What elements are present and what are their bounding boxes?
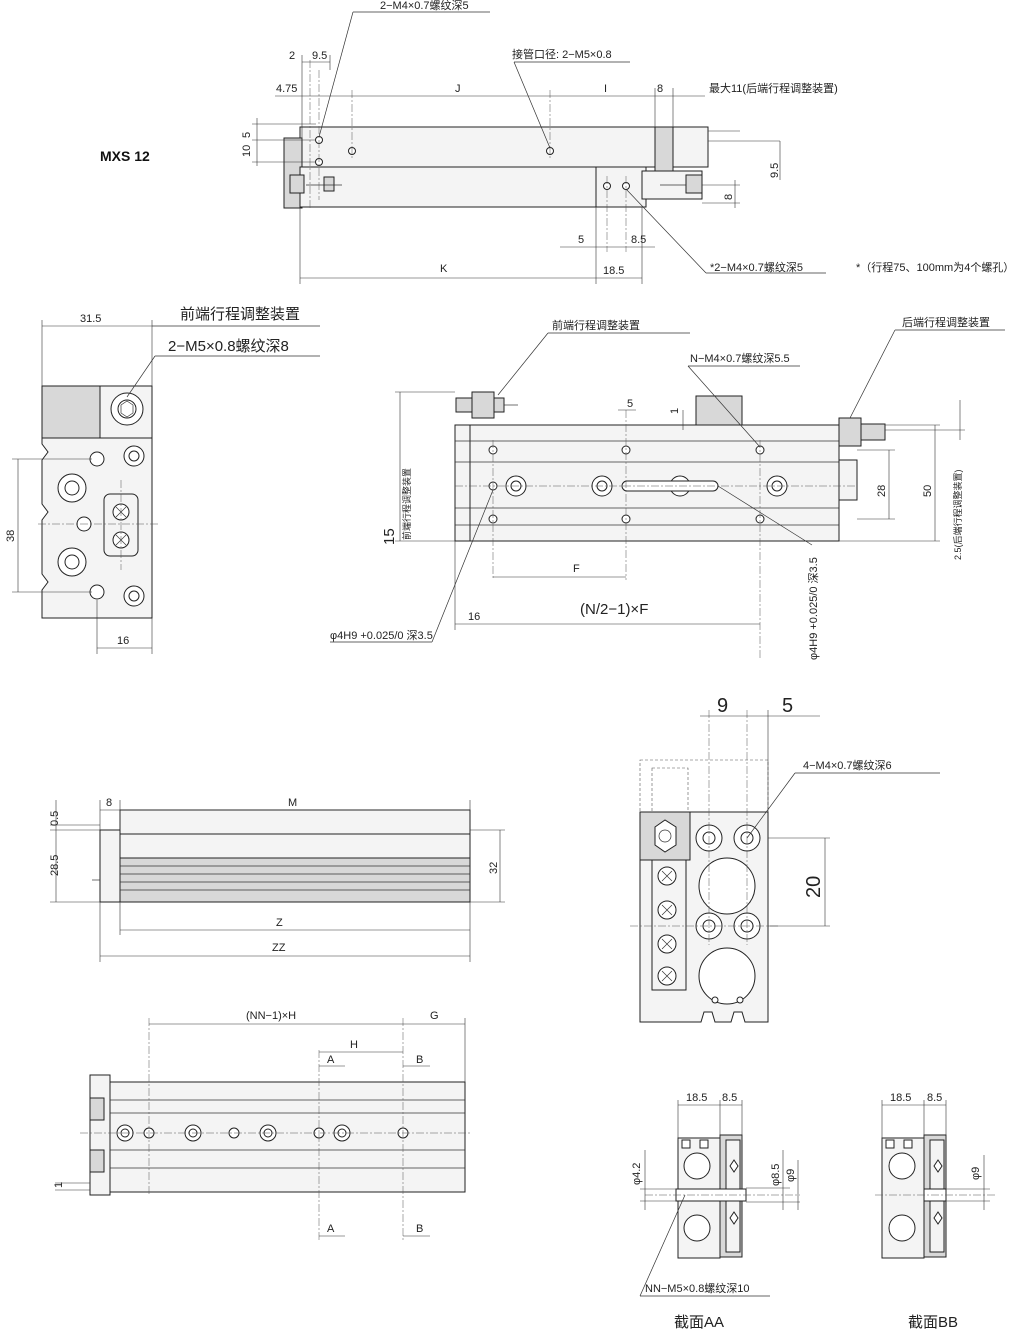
tap-note-plan: N−M4×0.7螺纹深5.5	[690, 351, 790, 365]
model-label: MXS 12	[100, 148, 150, 164]
dim-20: 20	[803, 876, 825, 898]
dim-K: K	[440, 263, 448, 275]
nn-note: NN−M5×0.8螺纹深10	[645, 1281, 750, 1295]
dim-Z: Z	[276, 917, 283, 929]
dim-8-5-AA: 8.5	[722, 1092, 737, 1104]
dim-5-plan: 5	[627, 398, 633, 410]
port-note: 接管口径: 2−M5×0.8	[512, 47, 612, 61]
front-adj-vertical: 前端行程调整装置	[401, 468, 412, 540]
dim-I: I	[604, 83, 607, 95]
dim-28-5: 28.5	[49, 855, 61, 876]
dim-9-5b: 9.5	[769, 163, 781, 178]
front-adj-plan: 前端行程调整装置	[552, 318, 640, 332]
dim-16: 16	[117, 635, 129, 647]
max-note: 最大11(后端行程调整装置)	[709, 81, 838, 95]
tap-note-detail: 4−M4×0.7螺纹深6	[803, 758, 892, 772]
dim-8-5: 8.5	[631, 234, 646, 246]
dim-8-side: 8	[106, 797, 112, 809]
dim-1-plan: 1	[669, 408, 681, 414]
dim-9-detail: 9	[717, 695, 728, 717]
top-view: 2 9.5 4.75 J I 8 最大11(后端行程调整装置) 5 10 9.5…	[241, 0, 1014, 284]
dim-38: 38	[5, 530, 17, 542]
bottom-view: (NN−1)×H G H A B A B 1	[53, 1010, 470, 1240]
dim-15: 15	[381, 528, 398, 545]
front-adj-label: 前端行程调整装置	[180, 306, 300, 323]
dim-16-plan: 16	[468, 611, 480, 623]
section-BB: 18.5 8.5 φ9 截面BB	[875, 1092, 995, 1331]
hole-left-note: φ4H9 +0.025/0 深3.5	[330, 629, 433, 642]
mark-A-bottom: A	[327, 1223, 335, 1235]
rear-adj-plan: 后端行程调整装置	[902, 315, 990, 329]
dim-8: 8	[657, 83, 663, 95]
dim-H: H	[350, 1039, 358, 1051]
hole-right-note: φ4H9 +0.025/0 深3.5	[807, 557, 820, 660]
dim-NN-H: (NN−1)×H	[246, 1010, 296, 1022]
dim-F: F	[573, 563, 580, 575]
stroke-note: *（行程75、100mm为4个螺孔）	[856, 261, 1014, 274]
dim-8b: 8	[723, 194, 735, 200]
dim-J: J	[455, 83, 461, 95]
formula: (N/2−1)×F	[580, 601, 648, 618]
section-detail: 9 5 20 4−M4×0.7螺纹深6	[630, 695, 940, 1023]
tap-note-end: 2−M5×0.8螺纹深8	[168, 338, 289, 355]
dim-5: 5	[578, 234, 584, 246]
dim-18-5-BB: 18.5	[890, 1092, 911, 1104]
dim-8-5-BB: 8.5	[927, 1092, 942, 1104]
dim-0-5: 0.5	[49, 811, 61, 826]
plan-view: 5 1 F 16 (N/2−1)×F 15 前端行程调整装置 28 50 2.5…	[330, 315, 1005, 660]
mark-B-top: B	[416, 1054, 423, 1066]
dim-10: 10	[241, 145, 253, 157]
mark-A-top: A	[327, 1054, 335, 1066]
tap-note-top: 2−M4×0.7螺纹深5	[380, 0, 469, 12]
dim-1-bottom: 1	[53, 1182, 65, 1188]
phi4-2: φ4.2	[631, 1163, 643, 1185]
phi9-BB: φ9	[970, 1167, 982, 1180]
dim-5-detail: 5	[782, 695, 793, 717]
end-view: 31.5 前端行程调整装置 2−M5×0.8螺纹深8 38 16	[5, 306, 320, 654]
dim-32: 32	[488, 862, 500, 874]
section-AA: 18.5 8.5 φ4.2 φ8.5 φ9 NN−M5×0.8螺纹深10 截面A…	[631, 1092, 800, 1331]
dim-M: M	[288, 797, 297, 809]
dim-ZZ: ZZ	[272, 942, 286, 954]
dim-5v: 5	[241, 132, 253, 138]
dim-2: 2	[289, 50, 295, 62]
dim-18-5-AA: 18.5	[686, 1092, 707, 1104]
dim-28: 28	[876, 485, 888, 497]
dim-9-5: 9.5	[312, 50, 327, 62]
mark-B-bottom: B	[416, 1223, 423, 1235]
side-view: 8 M 0.5 28.5 32 Z ZZ	[49, 797, 505, 962]
section-BB-label: 截面BB	[908, 1314, 958, 1331]
phi9-AA: φ9	[785, 1169, 797, 1182]
dim-18-5: 18.5	[603, 265, 624, 277]
phi8-5: φ8.5	[770, 1164, 782, 1186]
section-AA-label: 截面AA	[674, 1314, 724, 1331]
dim-G: G	[430, 1010, 439, 1022]
dim-50: 50	[922, 485, 934, 497]
dim-31-5: 31.5	[80, 313, 101, 325]
rear-note-vertical: 2.5(后端行程调整装置)	[952, 469, 963, 560]
dim-4-75: 4.75	[276, 83, 297, 95]
tap-note-bottom: *2−M4×0.7螺纹深5	[710, 260, 803, 274]
